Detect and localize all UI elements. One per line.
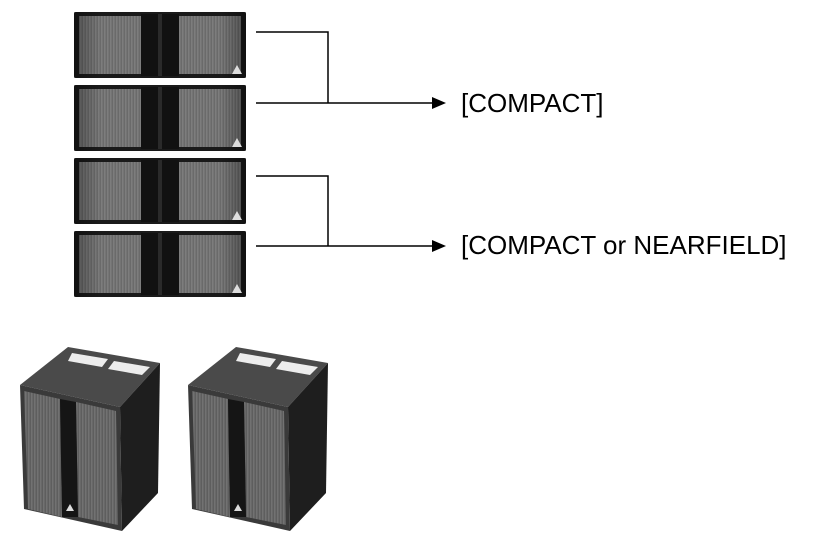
subwoofer-cabinet-1 [20, 347, 160, 531]
upper-group-label: [COMPACT] [461, 88, 604, 118]
upper-arrowhead [432, 97, 446, 109]
triangle-logo-icon [234, 504, 242, 511]
line-array-module-3 [74, 158, 246, 224]
upper-bracket-connector [256, 31, 432, 104]
line-array-module-4 [74, 231, 246, 297]
lower-arrowhead [432, 240, 446, 252]
triangle-logo-icon [232, 284, 242, 293]
line-array-module-1 [74, 12, 246, 78]
subwoofer-cabinet-2 [188, 347, 328, 531]
lower-group-label: [COMPACT or NEARFIELD] [461, 230, 787, 260]
triangle-logo-icon [232, 211, 242, 220]
triangle-logo-icon [232, 138, 242, 147]
line-array-module-2 [74, 85, 246, 151]
triangle-logo-icon [66, 504, 74, 511]
triangle-logo-icon [232, 65, 242, 74]
lower-bracket-connector [256, 175, 432, 247]
